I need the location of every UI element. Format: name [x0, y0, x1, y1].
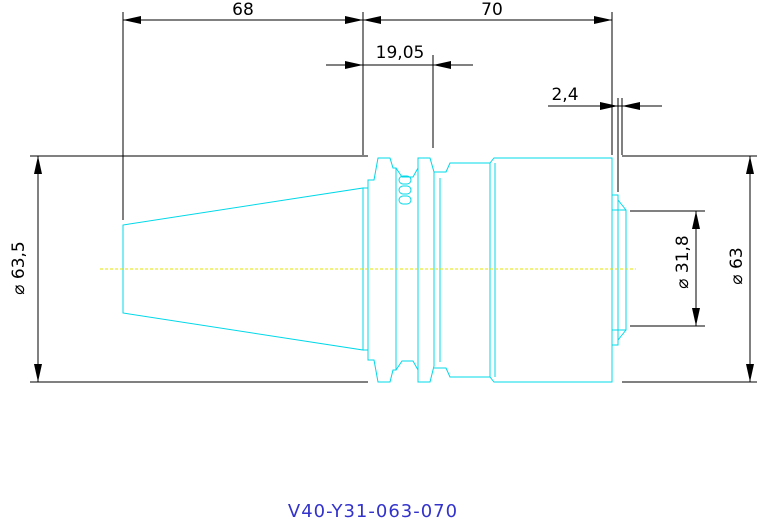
notch-hole-3: [398, 195, 412, 205]
bore-chamfer-top: [617, 199, 627, 211]
dim-flange-offset: 19,05: [376, 43, 425, 63]
notch-hole-1: [398, 175, 412, 185]
dim-flange-diameter: ⌀ 63,5: [9, 241, 29, 295]
flange-outline: [367, 157, 397, 383]
front-lip: [612, 194, 619, 346]
part-number: V40-Y31-063-070: [288, 501, 458, 522]
flange-rear: [417, 157, 435, 383]
dim-lip: 2,4: [551, 85, 578, 105]
dim-bore-diameter: ⌀ 31,8: [673, 235, 693, 289]
neck-outline: [434, 162, 491, 378]
dimension-lines: [30, 12, 757, 383]
tool-holder-outline: [122, 157, 627, 383]
bore-chamfer-bottom: [617, 329, 627, 341]
dim-body-length: 70: [481, 0, 503, 20]
dim-taper-length: 68: [232, 0, 254, 20]
bore-outline: [612, 209, 627, 331]
body-outline: [489, 157, 613, 383]
notch-hole-2: [398, 185, 412, 195]
dim-body-diameter: ⌀ 63: [727, 247, 747, 284]
